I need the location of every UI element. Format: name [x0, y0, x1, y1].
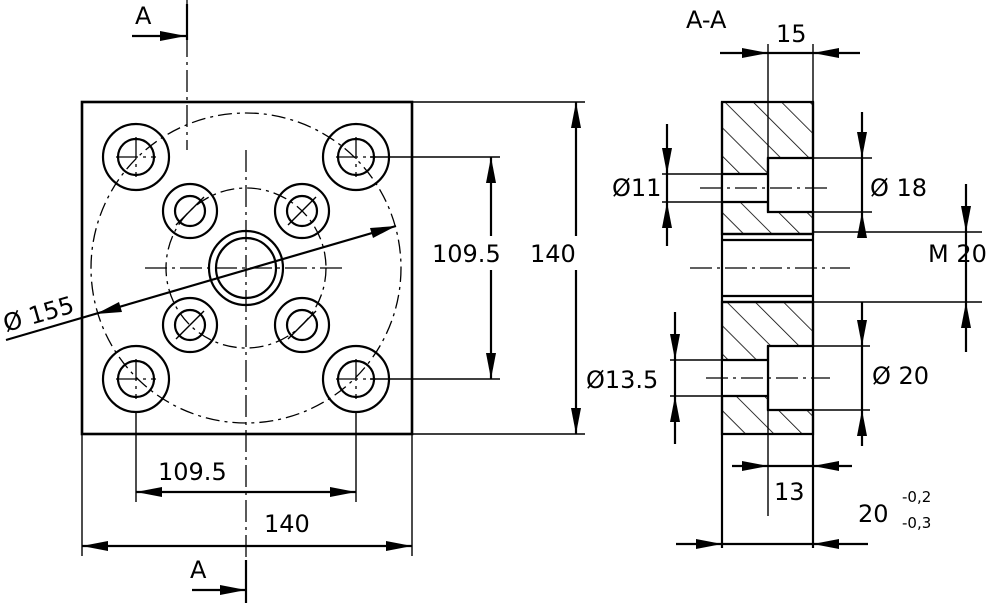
section-view: A-A 15: [584, 6, 987, 549]
plate-outline: [80, 100, 414, 436]
dim-thickness: 20 -0,2 -0,3: [676, 488, 931, 549]
dim-thread-label: M 20: [928, 240, 987, 268]
central-bore-inner: [214, 236, 278, 300]
section-arrow-top: A: [132, 2, 189, 41]
dim-hole-spacing-horizontal: 109.5: [135, 412, 357, 502]
dim-height: 140: [412, 101, 585, 435]
dim-thread: M 20: [813, 184, 987, 352]
dim-width-label: 140: [264, 510, 310, 538]
dim-hole-spacing-vertical-label: 109.5: [432, 240, 501, 268]
dim-upper-small-bore: Ø11: [610, 124, 722, 246]
section-letter-top: A: [135, 2, 152, 30]
pitch-circle-small: [165, 187, 327, 349]
dim-counterbore-depth: 13: [732, 410, 852, 516]
corner-hole-top-left: [101, 122, 171, 192]
central-bore-outer: [207, 229, 285, 307]
pitch-circle-large: [90, 112, 402, 424]
section-letter-bottom: A: [190, 556, 207, 584]
dim-lower-small-bore: Ø13.5: [584, 312, 722, 444]
dim-width: 140: [81, 434, 413, 556]
section-title: A-A: [686, 6, 727, 34]
dim-top-width-label: 15: [776, 20, 807, 48]
inner-hole-top-right: [273, 182, 331, 240]
dim-hole-spacing-vertical: 109.5: [370, 156, 508, 380]
dim-upper-small-bore-label: Ø11: [612, 174, 661, 202]
dim-height-label: 140: [530, 240, 576, 268]
dim-lower-small-bore-label: Ø13.5: [586, 366, 658, 394]
front-view: A A: [0, 0, 585, 603]
dim-top-width: 15: [720, 20, 860, 158]
dim-hole-spacing-horizontal-label: 109.5: [158, 458, 227, 486]
pitch-circle-dimension: Ø 155: [0, 224, 397, 342]
dim-thickness-tol-lower: -0,3: [902, 514, 931, 532]
section-arrow-bottom: A: [190, 556, 248, 603]
dim-upper-counterbore-label: Ø 18: [870, 174, 927, 202]
inner-hole-bottom-right: [273, 296, 331, 354]
dim-lower-counterbore: Ø 20: [768, 302, 929, 446]
inner-hole-top-left: [161, 182, 219, 240]
dim-lower-counterbore-label: Ø 20: [872, 362, 929, 390]
dim-counterbore-depth-label: 13: [774, 478, 805, 506]
dim-thickness-tol-upper: -0,2: [902, 488, 931, 506]
dim-thickness-label: 20: [858, 500, 889, 528]
inner-hole-bottom-left: [161, 296, 219, 354]
corner-hole-bottom-left: [101, 344, 171, 414]
